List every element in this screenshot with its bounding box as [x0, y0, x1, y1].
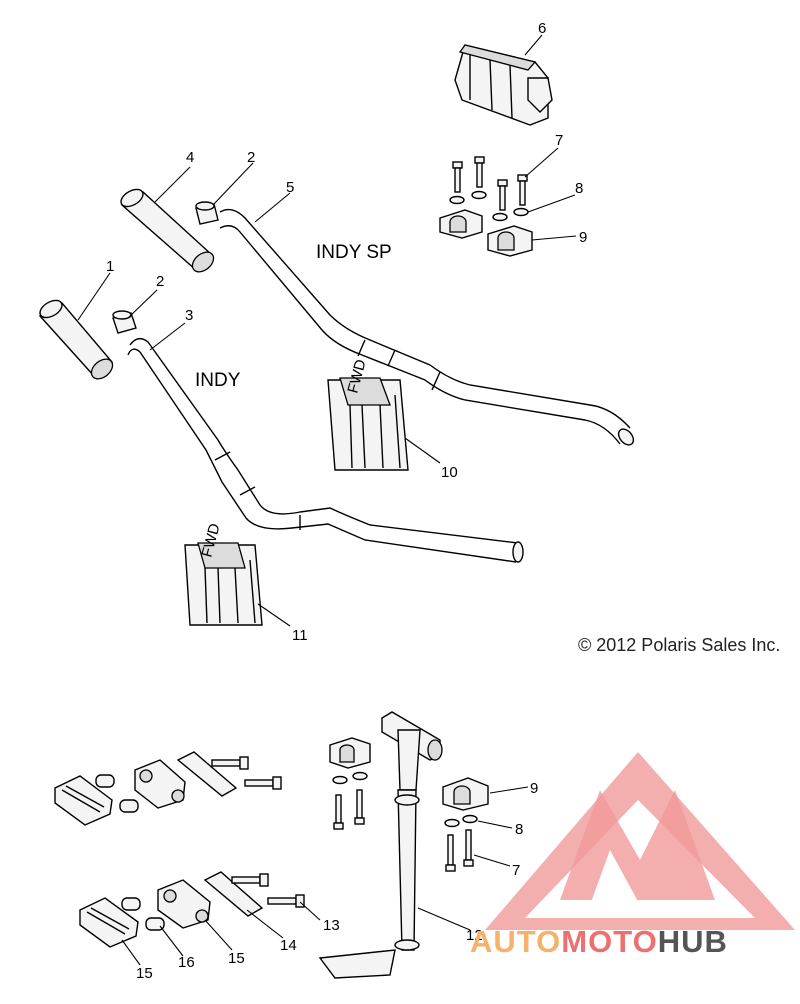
part-12-steering-post [318, 711, 443, 979]
watermark-text-moto: MOTO [561, 924, 657, 959]
label-indy: INDY [195, 370, 241, 391]
watermark-text-hub: HUB [658, 924, 728, 959]
callout-6: 6 [538, 20, 546, 37]
hardware-group-b [79, 871, 305, 948]
part-4-grip-upper [120, 188, 215, 273]
callout-9-lower: 9 [530, 780, 538, 797]
leader-lines [77, 34, 577, 966]
part-3-handlebar-indy [127, 337, 524, 563]
part-6-riser-cover [454, 44, 553, 126]
callout-10: 10 [441, 464, 458, 481]
part-9-clamp-lower [442, 777, 489, 811]
part-5-handlebar-indy-sp [219, 208, 635, 446]
callout-7-lower: 7 [512, 862, 520, 879]
callout-13: 13 [323, 917, 340, 934]
part-10-mount-block: FWD [327, 357, 409, 471]
part-7-bolts-lower [445, 829, 474, 872]
part-1-grip-lower [38, 299, 114, 380]
callout-8-upper: 8 [575, 180, 583, 197]
callout-11: 11 [292, 627, 308, 644]
callout-9-upper: 9 [579, 229, 587, 246]
label-indy-sp: INDY SP [316, 242, 392, 263]
callout-8-lower: 8 [515, 821, 523, 838]
callout-3: 3 [185, 307, 193, 324]
part-2-sleeve-upper [195, 201, 219, 225]
watermark-text: AUTOMOTOHUB [470, 924, 728, 959]
callout-14: 14 [280, 937, 297, 954]
callout-numbers: 1 2 3 4 2 5 6 7 8 9 10 11 9 8 7 12 13 14… [106, 20, 587, 982]
watermark-text-auto: AUTO [470, 924, 561, 959]
callout-4: 4 [186, 149, 194, 166]
callout-2-lower: 2 [156, 273, 164, 290]
part-11-mount-block: FWD [184, 521, 263, 626]
part-9-clamps-upper [439, 209, 533, 257]
copyright-notice: © 2012 Polaris Sales Inc. [578, 635, 780, 655]
callout-12: 12 [466, 927, 483, 944]
callout-1: 1 [106, 258, 114, 275]
callout-7-upper: 7 [555, 132, 563, 149]
lower-clamp-left [329, 737, 371, 830]
callout-2-upper: 2 [247, 149, 255, 166]
hardware-group-a [54, 751, 282, 826]
callout-5: 5 [286, 179, 294, 196]
part-7-bolts-upper [452, 156, 528, 211]
callout-16: 16 [178, 954, 195, 971]
callout-15-left: 15 [136, 965, 153, 982]
part-8-washers-lower [444, 814, 478, 828]
watermark-logo [485, 752, 795, 930]
callout-15-right: 15 [228, 950, 245, 967]
